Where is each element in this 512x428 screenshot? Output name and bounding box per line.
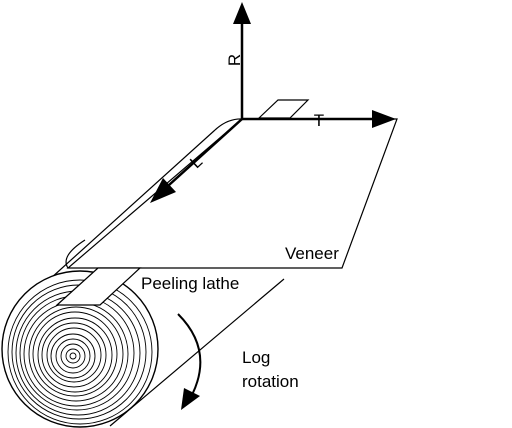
axis-r-label: R <box>225 54 244 66</box>
axis-r-arrowhead <box>233 2 251 24</box>
peeling-lathe-blade <box>55 267 142 306</box>
axis-t-arrowhead <box>372 110 396 128</box>
veneer-wrap-edge <box>65 239 86 269</box>
log-top-edge <box>39 129 216 289</box>
axis-t-label: T <box>314 111 324 130</box>
log-bottom-edge <box>109 278 285 427</box>
veneer-label: Veneer <box>285 244 339 263</box>
peeling-lathe-label: Peeling lathe <box>141 274 239 293</box>
axis-l-arrowhead <box>150 178 176 203</box>
axis-l-line <box>168 118 243 186</box>
veneer-tab-top <box>257 99 310 119</box>
log-rotation-arrowhead <box>181 388 200 410</box>
veneer-sheet <box>66 118 398 269</box>
log-end-face <box>1 270 159 428</box>
log-rotation-label-line2: rotation <box>242 372 299 391</box>
log-rotation-label-line1: Log <box>242 348 270 367</box>
log-rotation-arc <box>177 313 202 396</box>
